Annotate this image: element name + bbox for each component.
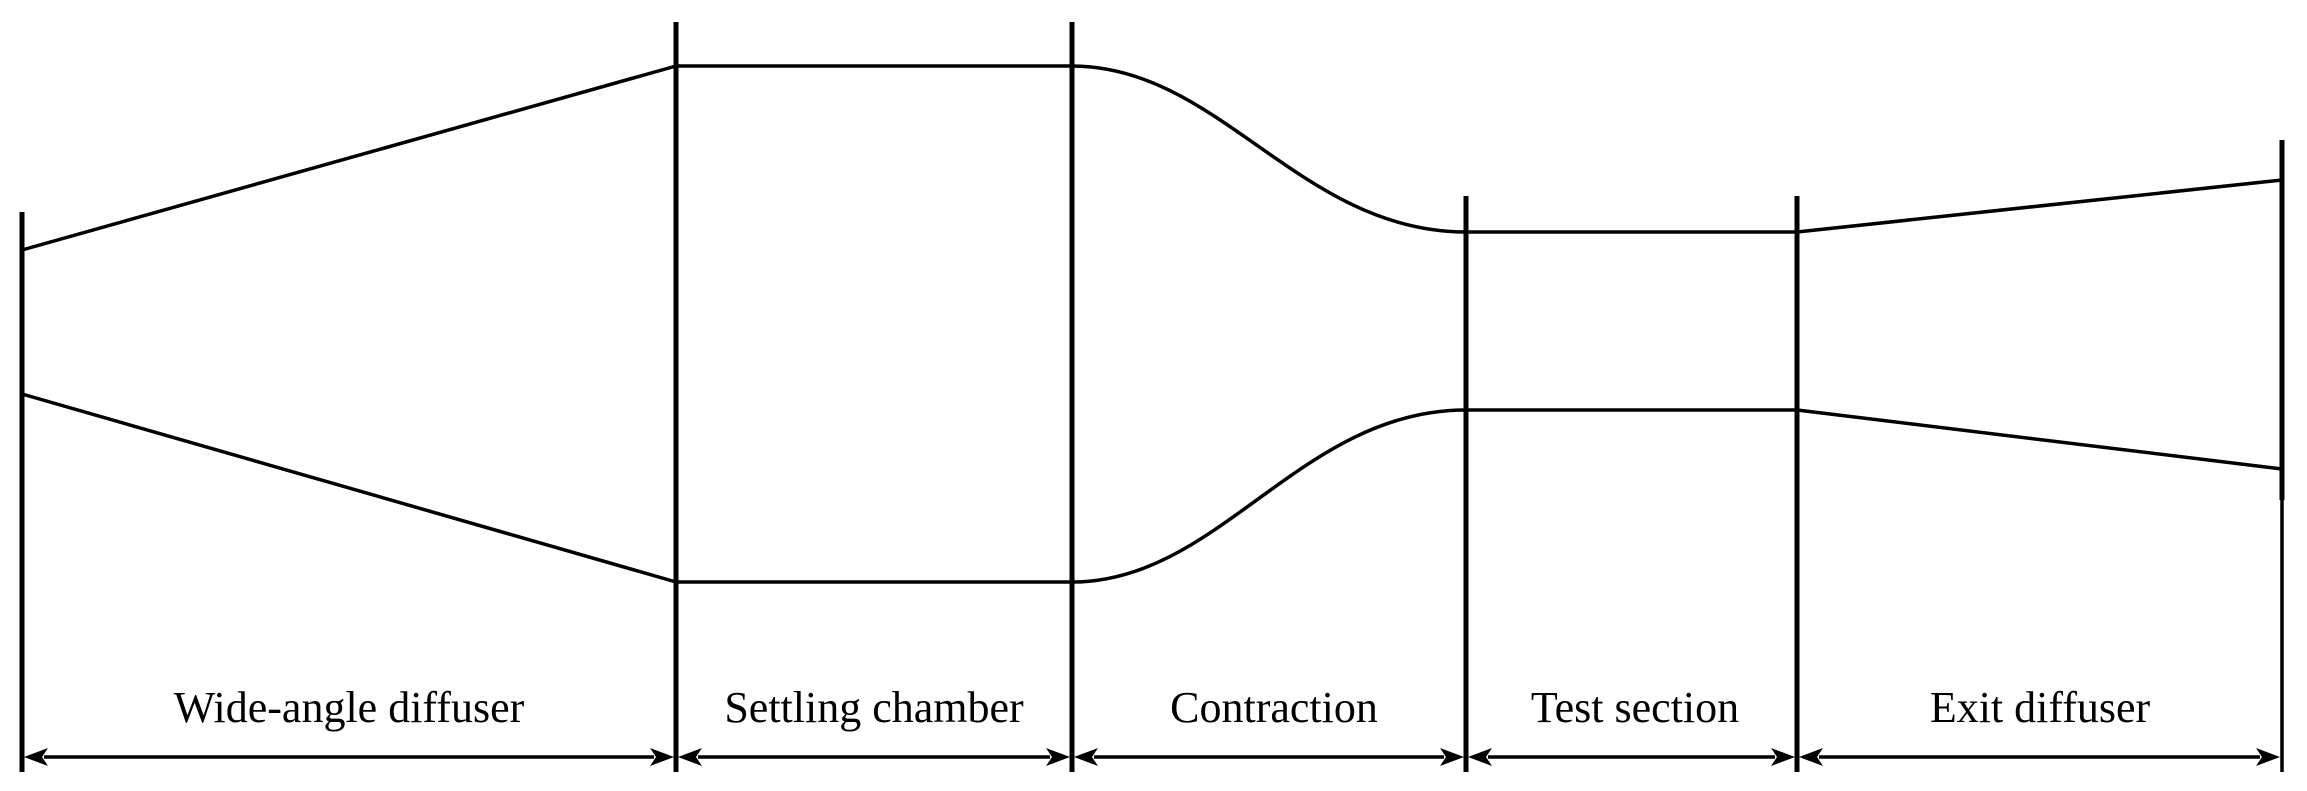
arrowhead-left-exit-diffuser <box>1799 748 1823 766</box>
arrowhead-right-test-section <box>1771 748 1795 766</box>
label-test-section: Test section <box>1531 683 1739 732</box>
arrowhead-right-contraction <box>1440 748 1464 766</box>
arrowhead-right-exit-diffuser <box>2256 748 2280 766</box>
arrowhead-left-test-section <box>1468 748 1492 766</box>
arrowhead-left-wide-angle-diffuser <box>24 748 48 766</box>
label-contraction: Contraction <box>1170 683 1378 732</box>
tunnel-top-wall <box>20 64 2284 252</box>
arrowhead-left-contraction <box>1074 748 1098 766</box>
arrowhead-right-settling-chamber <box>1046 748 1070 766</box>
label-exit-diffuser: Exit diffuser <box>1930 683 2151 732</box>
label-settling-chamber: Settling chamber <box>724 683 1024 732</box>
dimension-arrows <box>24 748 2280 766</box>
tunnel-bottom-wall <box>20 392 2284 584</box>
arrowhead-left-settling-chamber <box>678 748 702 766</box>
label-wide-angle-diffuser: Wide-angle diffuser <box>174 683 525 732</box>
arrowhead-right-wide-angle-diffuser <box>650 748 674 766</box>
